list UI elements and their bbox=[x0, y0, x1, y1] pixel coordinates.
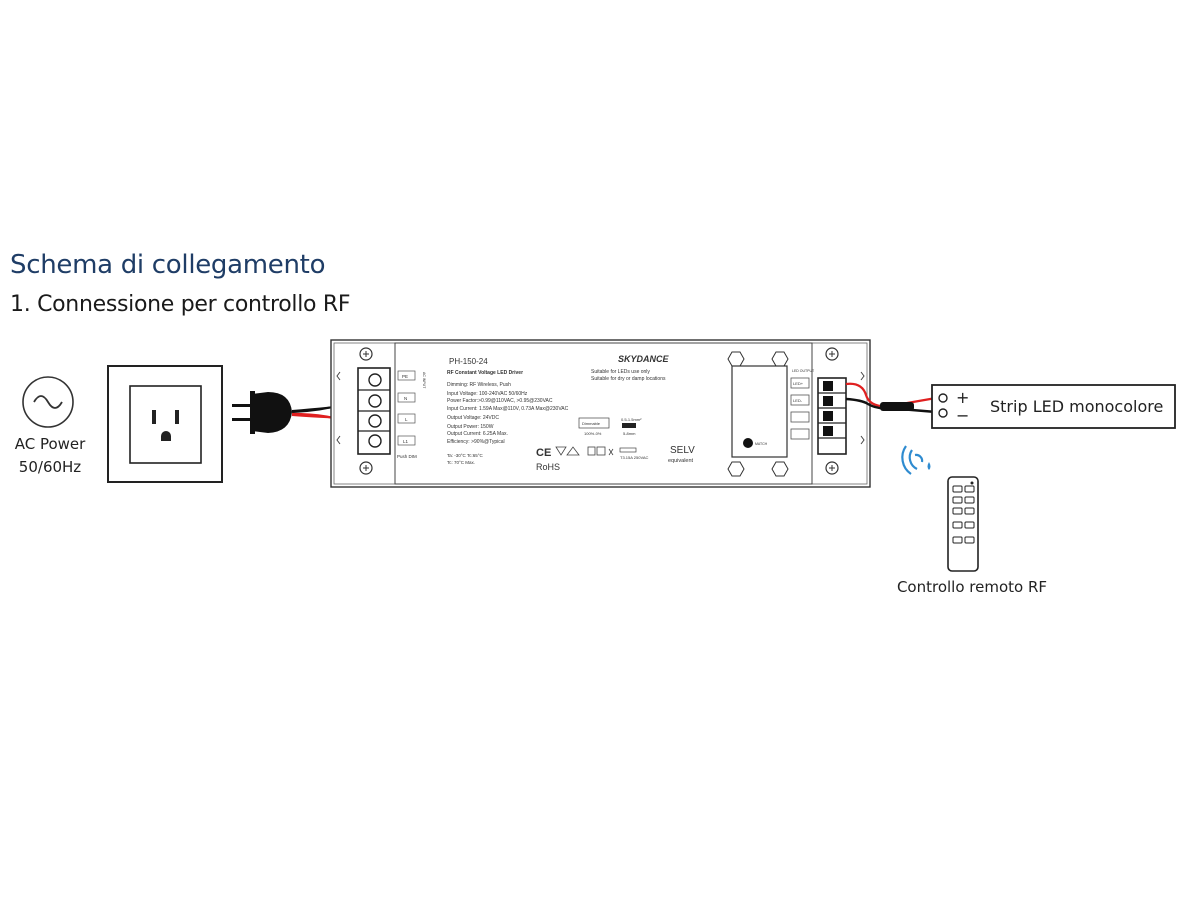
page-subtitle: 1. Connessione per controllo RF bbox=[10, 292, 351, 317]
driver-description: RF Constant Voltage LED Driver bbox=[447, 370, 523, 376]
dc-wires bbox=[845, 382, 937, 414]
terminal-n-label: N bbox=[404, 396, 407, 401]
driver-spec-output-current: Output Current: 6.25A Max. bbox=[447, 431, 508, 437]
strip-plus-sign: + bbox=[956, 388, 969, 407]
driver-spec-ta: Ta: -30°C Tc:65°C bbox=[447, 453, 484, 458]
driver-spec-dimming: Dimming: RF Wireless, Push bbox=[447, 382, 511, 388]
page-title: Schema di collegamento bbox=[10, 250, 326, 280]
selv-equivalent: equivalent bbox=[668, 458, 694, 464]
driver-spec-efficiency: Efficiency: >90%@Typical bbox=[447, 439, 505, 445]
push-dim-label: Push DIM bbox=[397, 454, 417, 459]
wire-gauge: 0.5-1.5mm² bbox=[621, 417, 642, 422]
wall-outlet-icon bbox=[107, 365, 223, 483]
rohs-mark: RoHS bbox=[536, 462, 560, 472]
dim-range: 100%-0% bbox=[584, 431, 602, 436]
ac-power-icon bbox=[22, 376, 74, 428]
led-minus-label: LED- bbox=[793, 398, 803, 403]
rf-remote-label: Controllo remoto RF bbox=[896, 578, 1048, 596]
dimmable-mark: Dimmable bbox=[582, 421, 601, 426]
led-strip: + − bbox=[931, 384, 1176, 429]
led-plus-label: LED+ bbox=[793, 381, 804, 386]
ac-power-line2: 50/60Hz bbox=[18, 458, 82, 476]
fuse-rating: T3.15A 250VAC bbox=[620, 455, 649, 460]
driver-spec-output-voltage: Output Voltage: 24VDC bbox=[447, 415, 499, 421]
power-plug-icon bbox=[232, 391, 292, 434]
terminal-l-label: L bbox=[405, 417, 408, 422]
driver-spec-input-voltage: Input Voltage: 100-240VAC 50/60Hz bbox=[447, 391, 528, 397]
strip-minus-sign: − bbox=[956, 406, 969, 425]
terminal-pe-label: PE bbox=[402, 374, 408, 379]
driver-model: PH-150-24 bbox=[449, 357, 488, 366]
selv-mark: SELV bbox=[670, 445, 695, 456]
led-output-label: LED OUTPUT bbox=[792, 369, 815, 373]
driver-spec-input-current: Input Current: 1.59A Max@110V, 0.73A Max… bbox=[447, 406, 569, 412]
driver-spec-tc: Tc: 70°C Max. bbox=[447, 460, 475, 465]
ac-input-label: AC INPUT bbox=[422, 372, 426, 389]
terminal-l1-label: L1 bbox=[403, 439, 409, 444]
driver-note-leds: Suitable for LEDs use only bbox=[591, 369, 650, 375]
ce-mark: CE bbox=[536, 447, 551, 459]
ac-power-label: AC Power 50/60Hz bbox=[2, 433, 98, 479]
driver-brand-logo: SKYDANCE bbox=[618, 354, 670, 364]
strip-length: 5-8mm bbox=[623, 431, 636, 436]
led-driver: PH-150-24 RF Constant Voltage LED Driver… bbox=[330, 339, 871, 488]
rf-remote-icon bbox=[947, 476, 979, 572]
match-label: MATCH bbox=[755, 442, 768, 446]
strip-led-label: Strip LED monocolore bbox=[990, 397, 1164, 416]
driver-spec-power-factor: Power Factor:>0.99@110VAC, >0.95@230VAC bbox=[447, 398, 553, 404]
wireless-signal-icon bbox=[901, 445, 931, 475]
driver-spec-output-power: Output Power: 150W bbox=[447, 424, 494, 430]
ac-power-line1: AC Power bbox=[14, 435, 86, 453]
driver-note-locations: Suitable for dry or damp locations bbox=[591, 376, 666, 382]
